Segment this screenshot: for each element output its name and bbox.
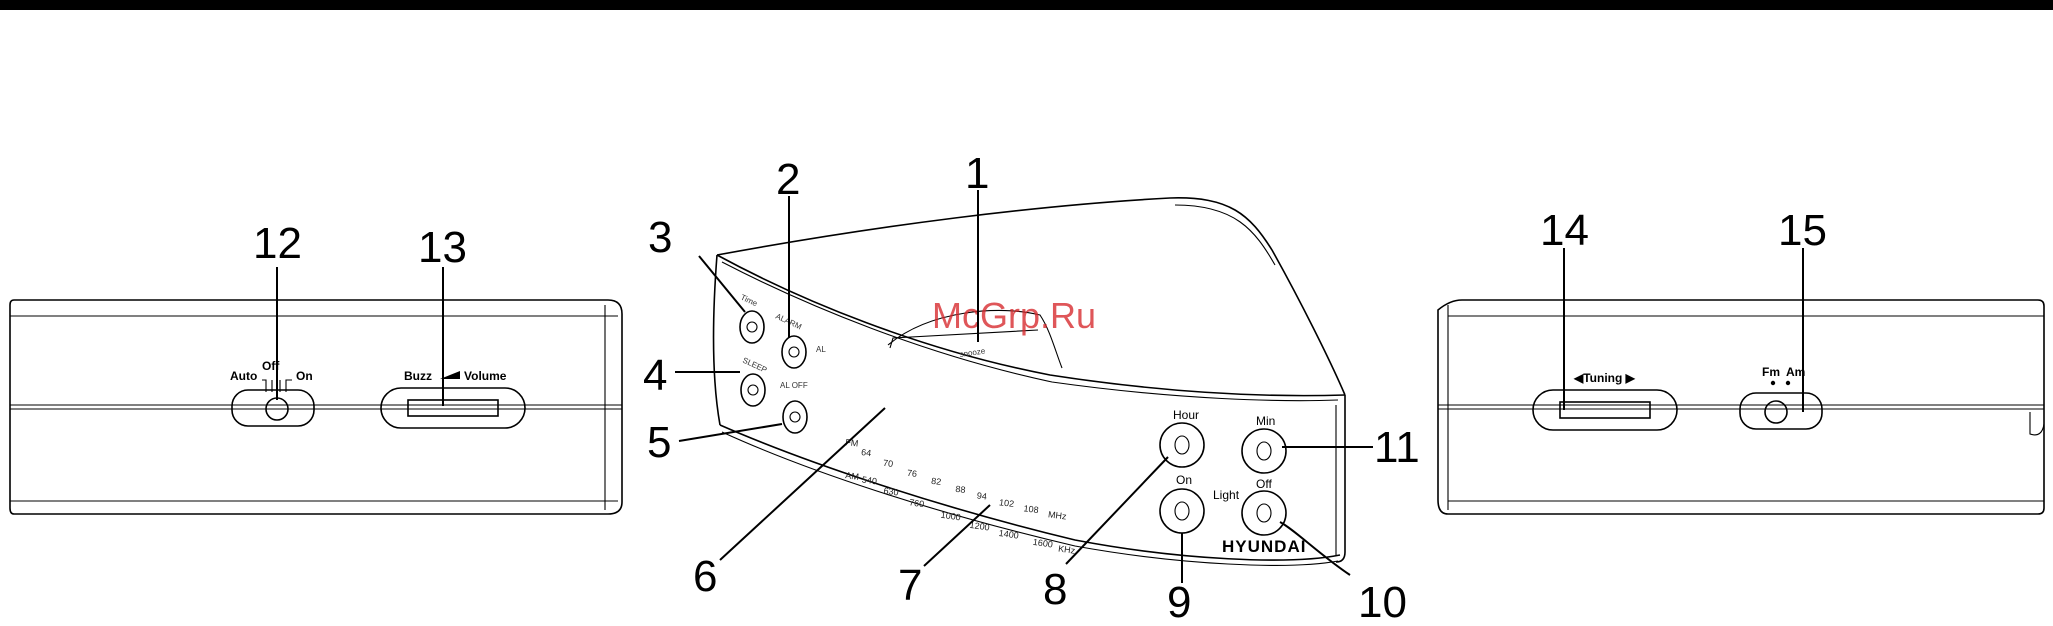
min-label: Min [1256,414,1275,428]
callout-12: 12 [253,219,302,268]
callout-2: 2 [776,155,800,204]
fm-band-switch-label: Fm [1762,365,1780,379]
right-side-view [1438,300,2044,514]
light-label: Light [1213,488,1240,502]
auto-label: Auto [230,369,257,383]
alarm-button[interactable] [782,336,806,368]
tuning-label: ◀Tuning ▶ [1573,371,1636,385]
fm-tick-label: 76 [906,468,917,479]
callout-8: 8 [1043,565,1067,614]
am-band-label: AM [845,470,860,482]
snooze-label: snooze [959,346,986,359]
min-button[interactable] [1242,429,1286,473]
light-off-label: Off [1256,477,1272,491]
on-label: On [296,369,313,383]
volume-slider[interactable] [381,388,525,428]
hour-label: Hour [1173,408,1199,422]
alarm-off-button[interactable] [783,401,807,433]
callout-15: 15 [1778,206,1827,255]
callout-1: 1 [965,149,989,198]
mode-switch[interactable] [232,380,314,426]
fm-tick-label: 102 [999,497,1015,509]
fm-tick-label: 108 [1023,503,1039,515]
fm-tick-label: 94 [976,490,987,501]
light-on-button[interactable] [1160,489,1204,533]
callout-6: 6 [693,552,717,601]
callout-13: 13 [418,223,467,272]
volume-label: Volume [464,369,507,383]
am-tick-label: 630 [883,486,899,498]
fm-tick-label: 70 [883,458,894,469]
alarm-off-label: AL OFF [780,381,808,390]
light-on-label: On [1176,473,1192,487]
callout-4: 4 [643,351,667,400]
watermark: McGrp.Ru [932,295,1096,336]
fm-unit-label: MHz [1047,509,1067,521]
callout-5: 5 [647,418,671,467]
am-tick-label: 1600 [1032,537,1053,550]
am-tick-label: 760 [909,497,925,509]
brand-logo: HYUNDAI [1222,537,1306,556]
al-label: AL [816,345,826,354]
fm-tick-label: 64 [861,447,872,458]
callout-14: 14 [1540,206,1589,255]
am-tick-label: 540 [861,474,877,486]
fm-tick-label: 88 [955,484,966,495]
buzz-label: Buzz [404,369,432,383]
callout-9: 9 [1167,578,1191,626]
callout-7: 7 [898,561,922,610]
left-side-view [10,300,622,514]
am-tick-label: 1400 [998,528,1019,541]
callout-3: 3 [648,213,672,262]
hour-button[interactable] [1160,423,1204,467]
am-unit-label: KHz [1058,543,1077,555]
time-button[interactable] [740,311,764,343]
tuning-slider[interactable] [1533,390,1677,430]
am-tick-label: 1000 [940,510,961,523]
sleep-label: SLEEP [741,356,768,375]
sleep-button[interactable] [741,374,765,406]
callout-10: 10 [1358,578,1407,626]
fm-tick-label: 82 [931,476,942,487]
time-label: Time [739,293,759,309]
callout-11: 11 [1374,423,1420,472]
light-off-button[interactable] [1242,491,1286,535]
am-scale: AM 540 630 760 1000 1200 1400 1600 KHz [839,470,1083,556]
